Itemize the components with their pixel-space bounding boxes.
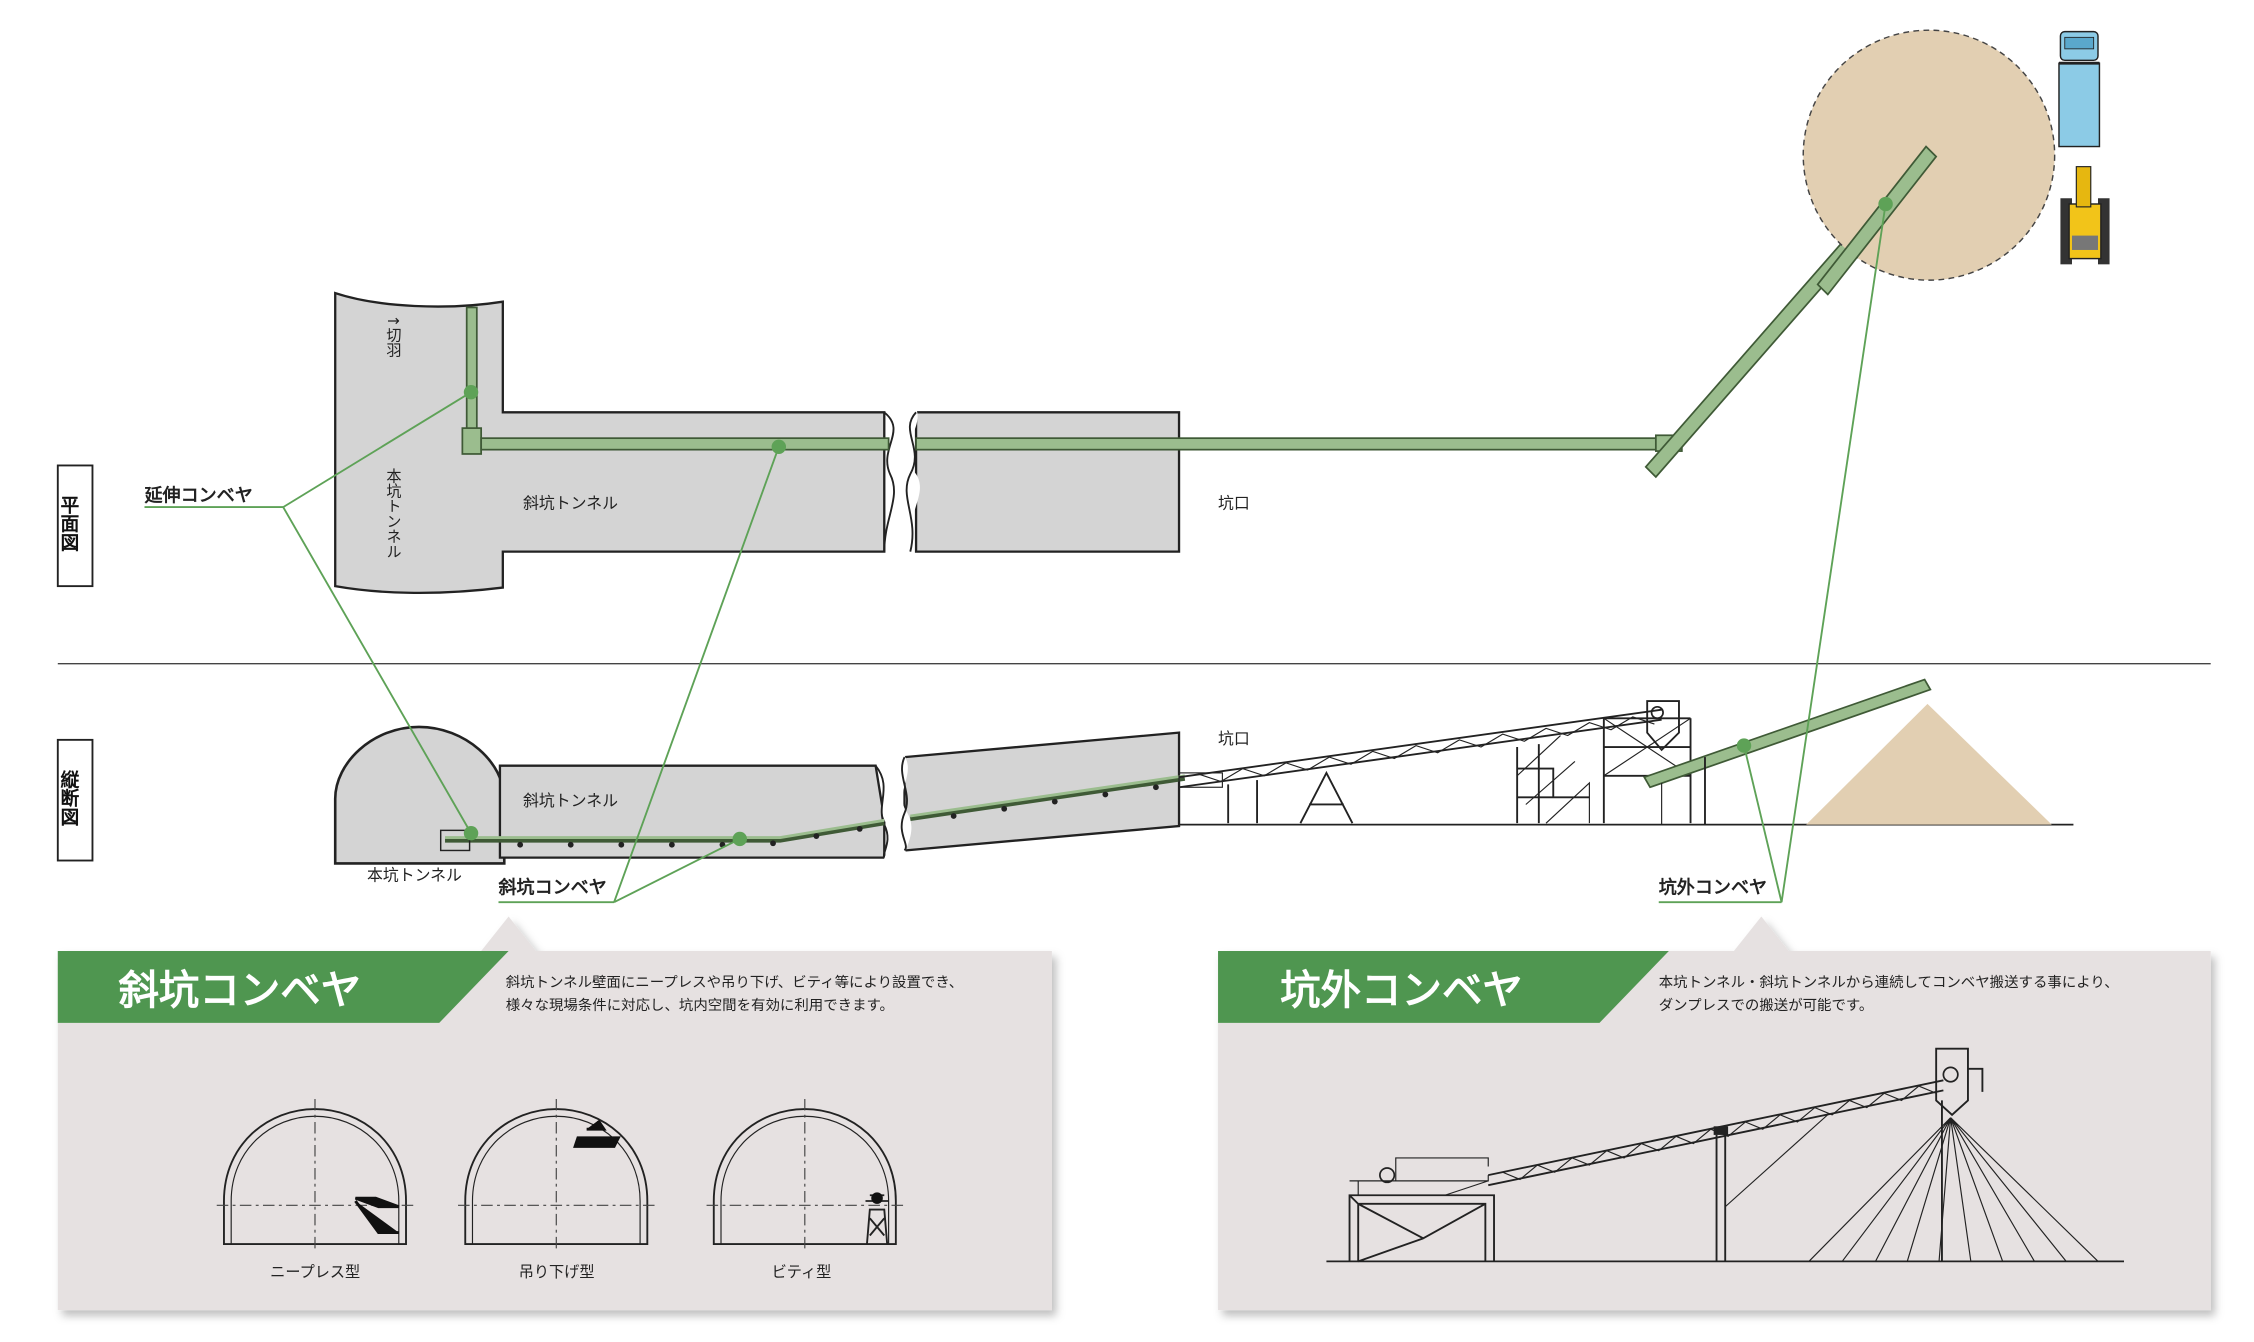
dump-truck-icon bbox=[2058, 30, 2101, 148]
plan-extension-conveyor bbox=[465, 306, 478, 441]
panel-outside-conveyor: 坑外コンベヤ 本坑トンネル・斜坑トンネルから連続してコンベヤ搬送する事により、 … bbox=[1218, 916, 2211, 1311]
plan-view-label-box bbox=[56, 464, 94, 588]
plan-break-line-right bbox=[905, 411, 917, 552]
panel-right-desc-2: ダンプレスでの搬送が可能です。 bbox=[1659, 997, 1874, 1014]
panel-right-title-band bbox=[1218, 951, 1669, 1023]
caption-knee-brace-type: ニープレス型 bbox=[270, 1263, 360, 1281]
profile-view-label: 縦断図 bbox=[57, 769, 78, 826]
bitty-type-figure bbox=[706, 1098, 904, 1253]
plan-break-gap bbox=[884, 407, 920, 558]
profile-incline-conveyor-a bbox=[445, 821, 885, 843]
plan-view-label: 平面図 bbox=[57, 496, 78, 553]
panel-left-title: 斜坑コンベヤ bbox=[118, 967, 361, 1014]
panel-left-desc-2: 様々な現場条件に対応し、坑内空間を有効に利用できます。 bbox=[506, 997, 894, 1014]
panel-right-title: 坑外コンベヤ bbox=[1280, 967, 1523, 1014]
profile-main-tunnel-section bbox=[333, 725, 506, 865]
excavator-icon bbox=[2060, 166, 2110, 265]
profile-view: 縦断図 bbox=[56, 678, 2074, 885]
profile-portal-label: 坑口 bbox=[1218, 729, 1250, 748]
face-label: ↑切羽 bbox=[384, 315, 402, 358]
profile-outside-conveyor bbox=[1643, 678, 1932, 789]
profile-incline-conveyor-b bbox=[909, 776, 1186, 821]
knee-brace-type-figure bbox=[216, 1098, 414, 1253]
profile-idlers bbox=[517, 784, 1159, 848]
profile-view-label-box bbox=[56, 738, 94, 862]
plan-outside-conveyor-over-pile bbox=[1816, 145, 1938, 296]
callout-extension-conveyor: 延伸コンベヤ bbox=[143, 484, 252, 506]
callout-leaders: 延伸コンベヤ 斜坑コンベヤ 坑外コンベヤ bbox=[143, 196, 1893, 904]
profile-break-line-right bbox=[900, 756, 908, 852]
profile-truss-conveyor bbox=[1178, 700, 1692, 824]
suspended-type-figure bbox=[458, 1098, 655, 1253]
panel-left-title-band bbox=[57, 951, 509, 1023]
panel-left-desc-1: 斜坑トンネル壁面にニープレスや吊り下げ、ビティ等により設置でき、 bbox=[506, 973, 963, 991]
caption-bitty-type: ビティ型 bbox=[772, 1263, 832, 1281]
plan-incline-conveyor-b bbox=[915, 437, 1657, 451]
panel-incline-conveyor: 斜坑コンベヤ 斜坑トンネル壁面にニープレスや吊り下げ、ビティ等により設置でき、 … bbox=[57, 916, 1052, 1311]
plan-incline-tunnel-label: 斜坑トンネル bbox=[523, 494, 618, 513]
profile-incline-tunnel-label: 斜坑トンネル bbox=[523, 791, 618, 810]
plan-break-line-left bbox=[883, 411, 895, 552]
profile-incline-tunnel-b bbox=[903, 731, 1181, 852]
plan-portal-label: 坑口 bbox=[1218, 494, 1250, 513]
profile-incline-tunnel-a bbox=[498, 764, 886, 859]
plan-incline-conveyor-a bbox=[480, 437, 890, 451]
plan-view: 平面図 ↑切羽 本坑トンネル 斜坑トンネル 坑口 bbox=[56, 29, 2110, 595]
callout-outside-conveyor: 坑外コンベヤ bbox=[1659, 877, 1767, 899]
callout-incline-conveyor: 斜坑コンベヤ bbox=[497, 877, 606, 899]
caption-suspended-type: 吊り下げ型 bbox=[519, 1263, 595, 1281]
stockpile-profile bbox=[1806, 703, 2052, 825]
panel-right-desc-1: 本坑トンネル・斜坑トンネルから連続してコンベヤ搬送する事により、 bbox=[1659, 974, 2119, 991]
profile-main-tunnel-label: 本坑トンネル bbox=[367, 866, 462, 885]
profile-tail-unit bbox=[439, 829, 471, 852]
plan-junction-box bbox=[461, 427, 483, 455]
plan-incline-tunnel bbox=[914, 411, 1181, 553]
plan-main-tunnel-label: 本坑トンネル bbox=[384, 468, 402, 558]
outside-conveyor-figure bbox=[1326, 1047, 2125, 1263]
